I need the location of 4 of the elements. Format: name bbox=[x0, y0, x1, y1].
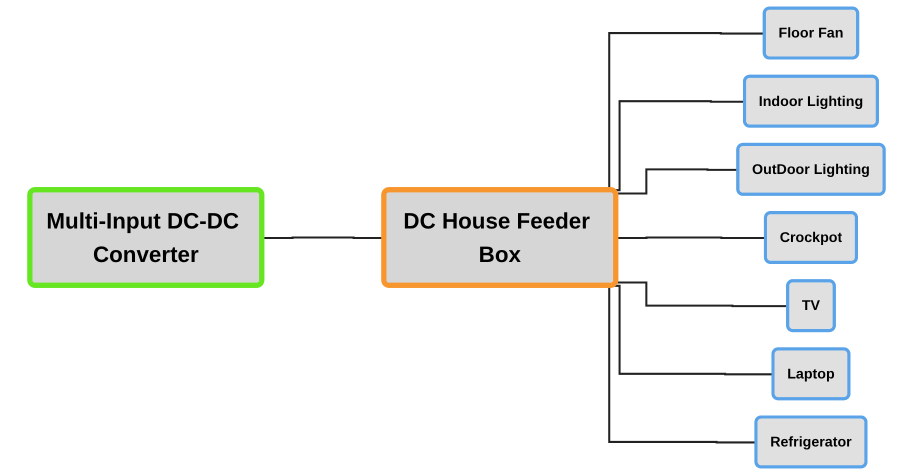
connector bbox=[262, 236, 384, 240]
connector bbox=[616, 168, 738, 194]
connector bbox=[616, 236, 766, 240]
connector bbox=[616, 282, 788, 308]
